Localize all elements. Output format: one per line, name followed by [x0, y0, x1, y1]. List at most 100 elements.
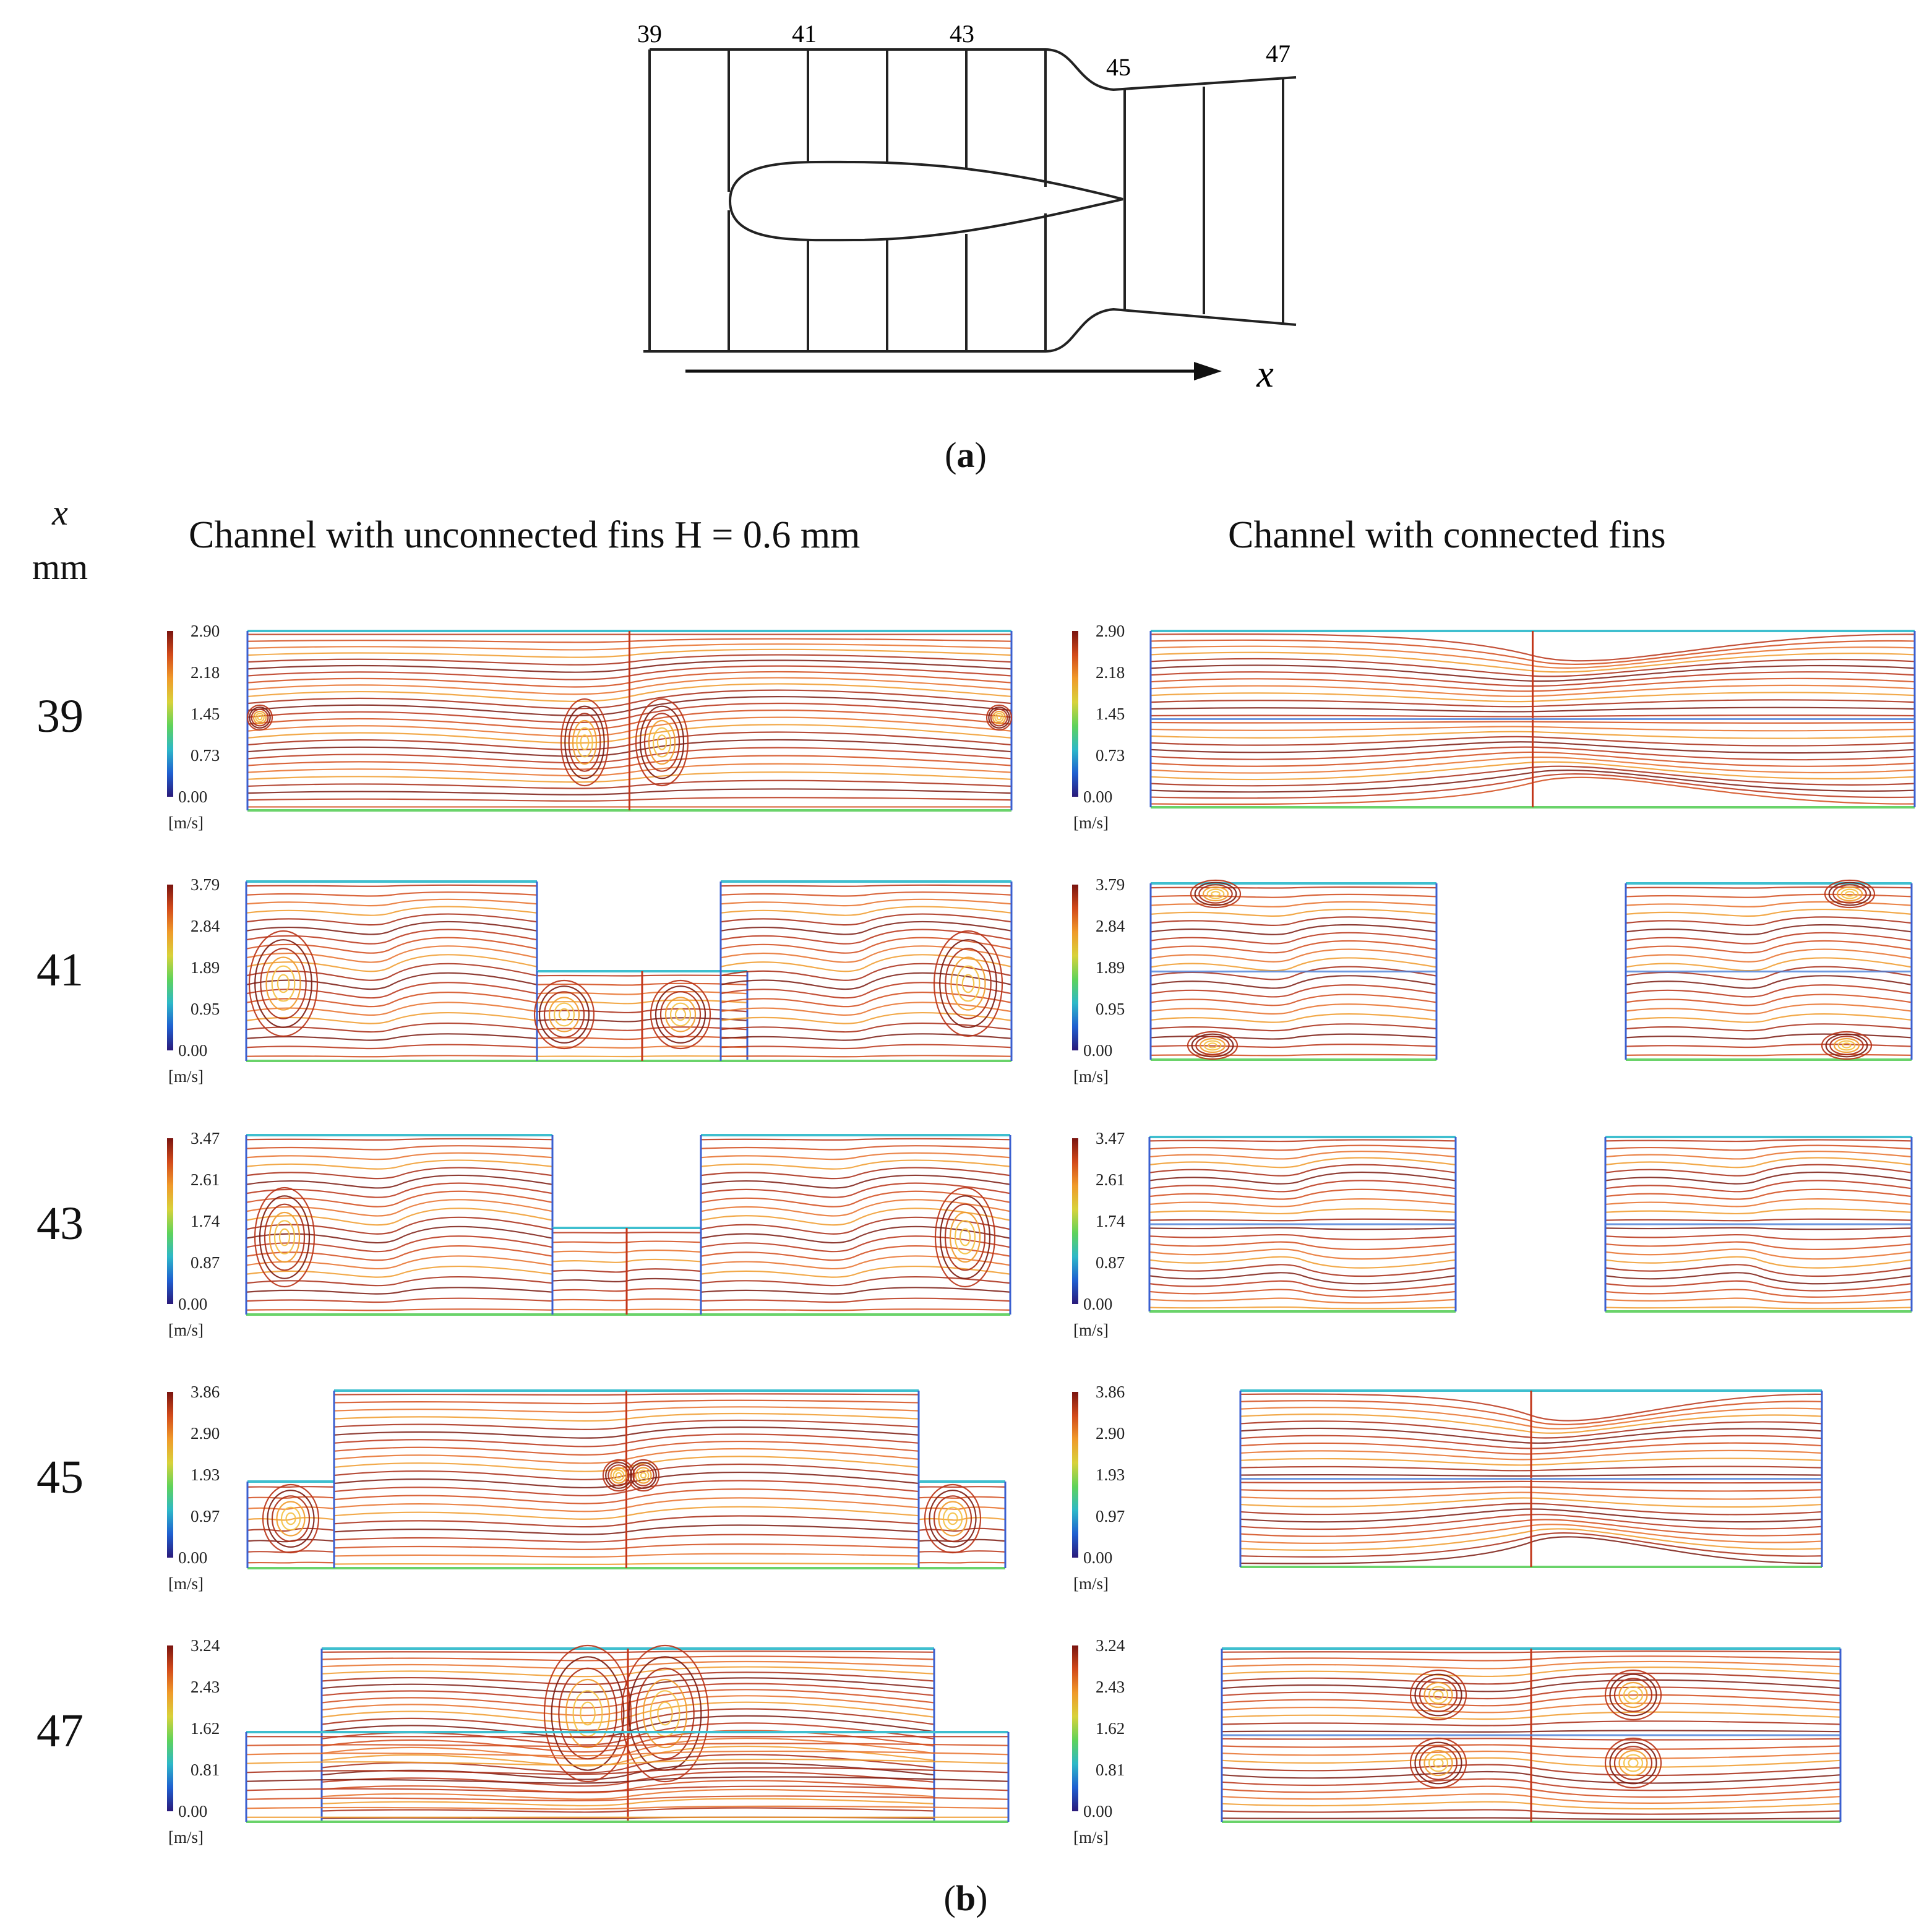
streamline-panel-41-right-b: [1625, 879, 1913, 1061]
colorbar-tick-label: 3.79: [1096, 875, 1125, 894]
colorbar-tick-label: 0.81: [191, 1761, 220, 1779]
colorbar-tick-label: 0.81: [1096, 1761, 1125, 1779]
colorbar-tick-label: 0.00: [178, 1802, 208, 1821]
colorbar-tick-label: 0.87: [191, 1253, 220, 1272]
left-column-title: Channel with unconnected fins H = 0.6 mm: [189, 514, 861, 556]
colorbar-tick-label: 0.95: [1096, 1000, 1125, 1018]
streamline-panel-41-left-c: [719, 880, 1013, 1062]
colorbar-gradient: [1072, 885, 1078, 1050]
colorbar-tick-label: 2.90: [191, 622, 220, 640]
streamline-panel-47-right: [1221, 1647, 1842, 1823]
colorbar-tick-label: 2.43: [1096, 1678, 1125, 1696]
colorbar-unit: [m/s]: [168, 1574, 204, 1593]
streamline-panel-45-left-a: [246, 1480, 335, 1569]
colorbar-tick-label: 0.00: [1083, 1548, 1113, 1567]
streamline-panel-43-left-c: [700, 1134, 1011, 1316]
right-column-title: Channel with connected fins: [1228, 514, 1666, 556]
colorbar-tick-label: 0.95: [191, 1000, 220, 1018]
streamline-panel-43-left-a: [245, 1134, 554, 1316]
streamline-panel-41-right-a: [1149, 879, 1438, 1061]
colorbar-tick-label: 2.90: [191, 1424, 220, 1443]
x-axis-label: x: [1256, 353, 1274, 395]
colorbar-tick-label: 0.00: [178, 787, 208, 806]
colorbar-tick-label: 2.84: [1096, 917, 1125, 935]
colorbar-tick-label: 0.73: [191, 746, 220, 765]
streamline-panel-45-left-b: [333, 1389, 920, 1569]
colorbar-gradient: [167, 885, 173, 1050]
colorbar-gradient: [167, 1138, 173, 1304]
streamline-panel-39-right: [1149, 630, 1916, 809]
colorbar-tick-label: 3.24: [1096, 1636, 1125, 1655]
streamline-panel-45-left-c: [917, 1480, 1007, 1569]
colorbar-tick-label: 0.00: [1083, 1295, 1113, 1313]
colorbar-tick-label: 3.47: [1096, 1129, 1125, 1148]
colorbar-tick-label: 2.61: [1096, 1170, 1125, 1189]
streamline-panel-43-right-a: [1148, 1136, 1457, 1313]
colorbar-tick-label: 2.43: [191, 1678, 220, 1696]
colorbar-tick-label: 0.00: [1083, 787, 1113, 806]
x-column-header: x mm: [32, 492, 88, 587]
streamline-panel-43-left-b: [551, 1227, 702, 1316]
row-label-47: 47: [36, 1705, 84, 1757]
section-label-45: 45: [1106, 53, 1131, 81]
colorbar-tick-label: 2.18: [1096, 663, 1125, 682]
colorbar-tick-label: 0.00: [178, 1041, 208, 1060]
streamline-panel-47-left-a: [320, 1644, 935, 1823]
colorbar-tick-label: 0.87: [1096, 1253, 1125, 1272]
colorbar-gradient: [1072, 1392, 1078, 1558]
colorbar-tick-label: 1.93: [191, 1465, 220, 1484]
colorbar-tick-label: 0.00: [1083, 1802, 1113, 1821]
section-label-39: 39: [637, 20, 662, 48]
streamline-panel-41-left-a: [245, 880, 538, 1062]
colorbar-tick-label: 3.86: [1096, 1383, 1125, 1401]
x-axis-arrowhead: [1194, 362, 1222, 380]
row-label-45: 45: [36, 1451, 84, 1503]
colorbar-tick-label: 1.74: [1096, 1212, 1125, 1230]
section-label-43: 43: [950, 20, 974, 48]
colorbar-tick-label: 2.90: [1096, 622, 1125, 640]
schematic-bottom-wall: [643, 307, 1297, 353]
colorbar-tick-label: 1.74: [191, 1212, 220, 1230]
caption-b: (b): [943, 1878, 988, 1918]
colorbar-tick-label: 0.73: [1096, 746, 1125, 765]
streamline-panel-41-left-b: [533, 970, 749, 1062]
row-label-39: 39: [36, 690, 84, 742]
colorbar-unit: [m/s]: [168, 1067, 204, 1086]
colorbar-tick-label: 2.18: [191, 663, 220, 682]
streamline-panel-39-left: [246, 630, 1013, 812]
colorbar-gradient: [167, 631, 173, 797]
colorbar-unit: [m/s]: [1073, 1574, 1109, 1593]
colorbar-unit: [m/s]: [1073, 1067, 1109, 1086]
colorbar-gradient: [1072, 1138, 1078, 1304]
schematic-top-wall: [650, 48, 1297, 92]
section-label-41: 41: [792, 20, 817, 48]
colorbar-tick-label: 1.62: [191, 1719, 220, 1738]
row-label-43: 43: [36, 1198, 84, 1250]
colorbar-unit: [m/s]: [168, 813, 204, 832]
colorbar-unit: [m/s]: [168, 1828, 204, 1847]
colorbar-unit: [m/s]: [168, 1321, 204, 1339]
colorbar-tick-label: 3.47: [191, 1129, 220, 1148]
colorbar-gradient: [167, 1645, 173, 1811]
colorbar-gradient: [167, 1392, 173, 1558]
streamline-panel-47-left-b: [245, 1731, 1010, 1823]
colorbar-tick-label: 3.86: [191, 1383, 220, 1401]
colorbar-tick-label: 2.90: [1096, 1424, 1125, 1443]
colorbar-tick-label: 1.89: [1096, 958, 1125, 977]
colorbar-tick-label: 3.24: [191, 1636, 220, 1655]
fin-profile: [728, 160, 1123, 242]
colorbar-tick-label: 2.61: [191, 1170, 220, 1189]
colorbar-unit: [m/s]: [1073, 1321, 1109, 1339]
colorbar-gradient: [1072, 631, 1078, 797]
colorbar-tick-label: 3.79: [191, 875, 220, 894]
colorbar-tick-label: 0.97: [191, 1507, 220, 1525]
caption-a: (a): [945, 435, 987, 475]
colorbar-unit: [m/s]: [1073, 813, 1109, 832]
colorbar-tick-label: 1.62: [1096, 1719, 1125, 1738]
colorbar-tick-label: 0.97: [1096, 1507, 1125, 1525]
streamline-panel-45-right: [1239, 1389, 1823, 1568]
colorbar-tick-label: 1.89: [191, 958, 220, 977]
colorbar-tick-label: 2.84: [191, 917, 220, 935]
colorbar-tick-label: 1.93: [1096, 1465, 1125, 1484]
